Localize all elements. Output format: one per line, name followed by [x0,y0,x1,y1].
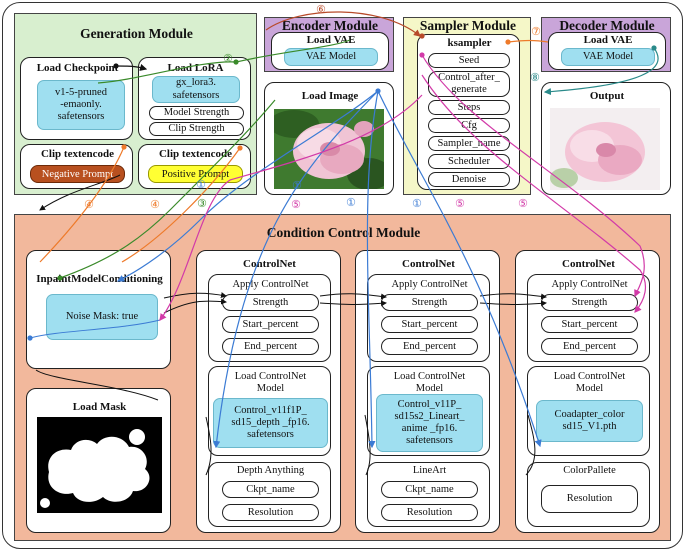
depth-ckpt-name: Ckpt_name [222,481,319,498]
apply-controlnet-depth: Apply ControlNet Strength Start_percent … [208,274,331,362]
colorpallete-resolution: Resolution [541,485,638,513]
load-checkpoint-title: Load Checkpoint [36,62,119,74]
output-title: Output [589,90,625,102]
checkpoint-model: v1-5-pruned -emaonly. safetensors [37,80,125,130]
inpaint-model-conditioning-panel: InpaintModelConditioning Noise Mask: tru… [26,250,171,369]
depth-resolution: Resolution [222,504,319,521]
ksampler-steps: Steps [428,100,510,115]
load-controlnet-depth-label: Load ControlNet Model [234,371,307,394]
colorpallete-preprocessor: ColorPallete Resolution [527,462,650,527]
ksampler-cfg: Cfg [428,118,510,133]
controlnet-depth-title: ControlNet [243,258,296,270]
ksampler-title: ksampler [447,37,492,49]
condition-module-title: Condition Control Module [266,225,421,240]
controlnet-color-end-percent: End_percent [541,338,638,355]
clip-neg-title: Clip textencode [40,148,114,160]
load-controlnet-depth: Load ControlNet Model Control_v11f1P_ sd… [208,366,331,456]
controlnet-color-start-percent: Start_percent [541,316,638,333]
peony-output-image [550,108,660,190]
controlnet-lineart-title: ControlNet [402,258,455,270]
lora-clip-strength: Clip Strength [149,122,244,136]
lineart-label: LineArt [412,465,447,476]
controlnet-color-panel: ControlNet Apply ControlNet Strength Sta… [515,250,660,533]
lora-model-strength: Model Strength [149,106,244,120]
lora-model: gx_lora3. safetensors [152,76,240,103]
controlnet-color-strength: Strength [541,294,638,311]
positive-prompt: Positive Prompt [148,165,243,183]
encoder-vae-model: VAE Model [284,48,378,66]
controlnet-lineart-strength: Strength [381,294,478,311]
apply-controlnet-depth-label: Apply ControlNet [232,279,309,290]
load-controlnet-color-label: Load ControlNet Model [553,371,626,394]
decoder-module-title: Decoder Module [559,18,655,33]
decoder-module: Decoder Module Load VAE VAE Model [541,17,671,72]
noise-mask: Noise Mask: true [46,294,158,340]
load-checkpoint-panel: Load Checkpoint v1-5-pruned -emaonly. sa… [20,57,133,140]
clip-textencode-negative-panel: Clip textencode Negative Prompt [20,144,133,189]
lineart-ckpt-name: Ckpt_name [381,481,478,498]
encoder-load-vae-title: Load VAE [306,34,356,46]
depth-anything-label: Depth Anything [236,465,305,476]
sampler-module-title: Sampler Module [419,18,517,33]
decoder-vae-model: VAE Model [561,48,655,66]
load-mask-panel: Load Mask [26,388,171,533]
ksampler-seed: Seed [428,53,510,68]
load-controlnet-lineart-label: Load ControlNet Model [393,371,466,394]
encoder-load-vae-panel: Load VAE VAE Model [271,32,389,70]
load-controlnet-color: Load ControlNet Model Coadapter_color sd… [527,366,650,456]
load-mask-title: Load Mask [72,401,127,413]
apply-controlnet-lineart-label: Apply ControlNet [391,279,468,290]
depth-anything-preprocessor: Depth Anything Ckpt_name Resolution [208,462,331,527]
lineart-resolution: Resolution [381,504,478,521]
ksampler-sampler-name: Sampler_name [428,136,510,151]
encoder-module: Encoder Module Load VAE VAE Model [264,17,394,72]
mask-image [37,417,162,513]
ksampler-scheduler: Scheduler [428,154,510,169]
decoder-load-vae-title: Load VAE [583,34,633,46]
apply-controlnet-color: Apply ControlNet Strength Start_percent … [527,274,650,362]
clip-pos-title: Clip textencode [158,148,232,160]
ksampler-panel: ksampler Seed Control_after_ generate St… [417,34,520,190]
controlnet-color-model: Coadapter_color sd15_V1.pth [536,400,643,442]
controlnet-depth-start-percent: Start_percent [222,316,319,333]
load-lora-title: Load LoRA [167,62,224,74]
generation-module-title: Generation Module [80,26,193,41]
load-lora-panel: Load LoRA gx_lora3. safetensors Model St… [138,57,251,140]
decoder-load-vae-panel: Load VAE VAE Model [548,32,666,70]
controlnet-depth-model: Control_v11f1P_ sd15_depth _fp16. safete… [213,398,328,448]
inpaint-title: InpaintModelConditioning [36,273,163,285]
output-panel: Output [541,82,671,195]
controlnet-depth-strength: Strength [222,294,319,311]
negative-prompt: Negative Prompt [30,165,125,183]
apply-controlnet-color-label: Apply ControlNet [551,279,628,290]
load-image-title: Load Image [301,90,359,102]
controlnet-lineart-start-percent: Start_percent [381,316,478,333]
controlnet-depth-end-percent: End_percent [222,338,319,355]
load-controlnet-lineart: Load ControlNet Model Control_v11P_ sd15… [367,366,490,456]
clip-textencode-positive-panel: Clip textencode Positive Prompt [138,144,251,189]
sampler-module: Sampler Module ksampler Seed Control_aft… [403,17,531,195]
condition-control-module: Condition Control Module InpaintModelCon… [14,214,671,541]
load-image-panel: Load Image [264,82,394,195]
peony-input-image [274,109,384,189]
controlnet-lineart-panel: ControlNet Apply ControlNet Strength Sta… [355,250,500,533]
ksampler-denoise: Denoise [428,172,510,187]
generation-module: Generation Module Load Checkpoint v1-5-p… [14,13,257,195]
colorpallete-label: ColorPallete [563,465,616,476]
lineart-preprocessor: LineArt Ckpt_name Resolution [367,462,490,527]
apply-controlnet-lineart: Apply ControlNet Strength Start_percent … [367,274,490,362]
controlnet-depth-panel: ControlNet Apply ControlNet Strength Sta… [196,250,341,533]
controlnet-lineart-model: Control_v11P_ sd15s2_Lineart_ anime _fp1… [376,394,483,452]
ksampler-control-after-generate: Control_after_ generate [428,71,510,97]
controlnet-lineart-end-percent: End_percent [381,338,478,355]
controlnet-color-title: ControlNet [562,258,615,270]
